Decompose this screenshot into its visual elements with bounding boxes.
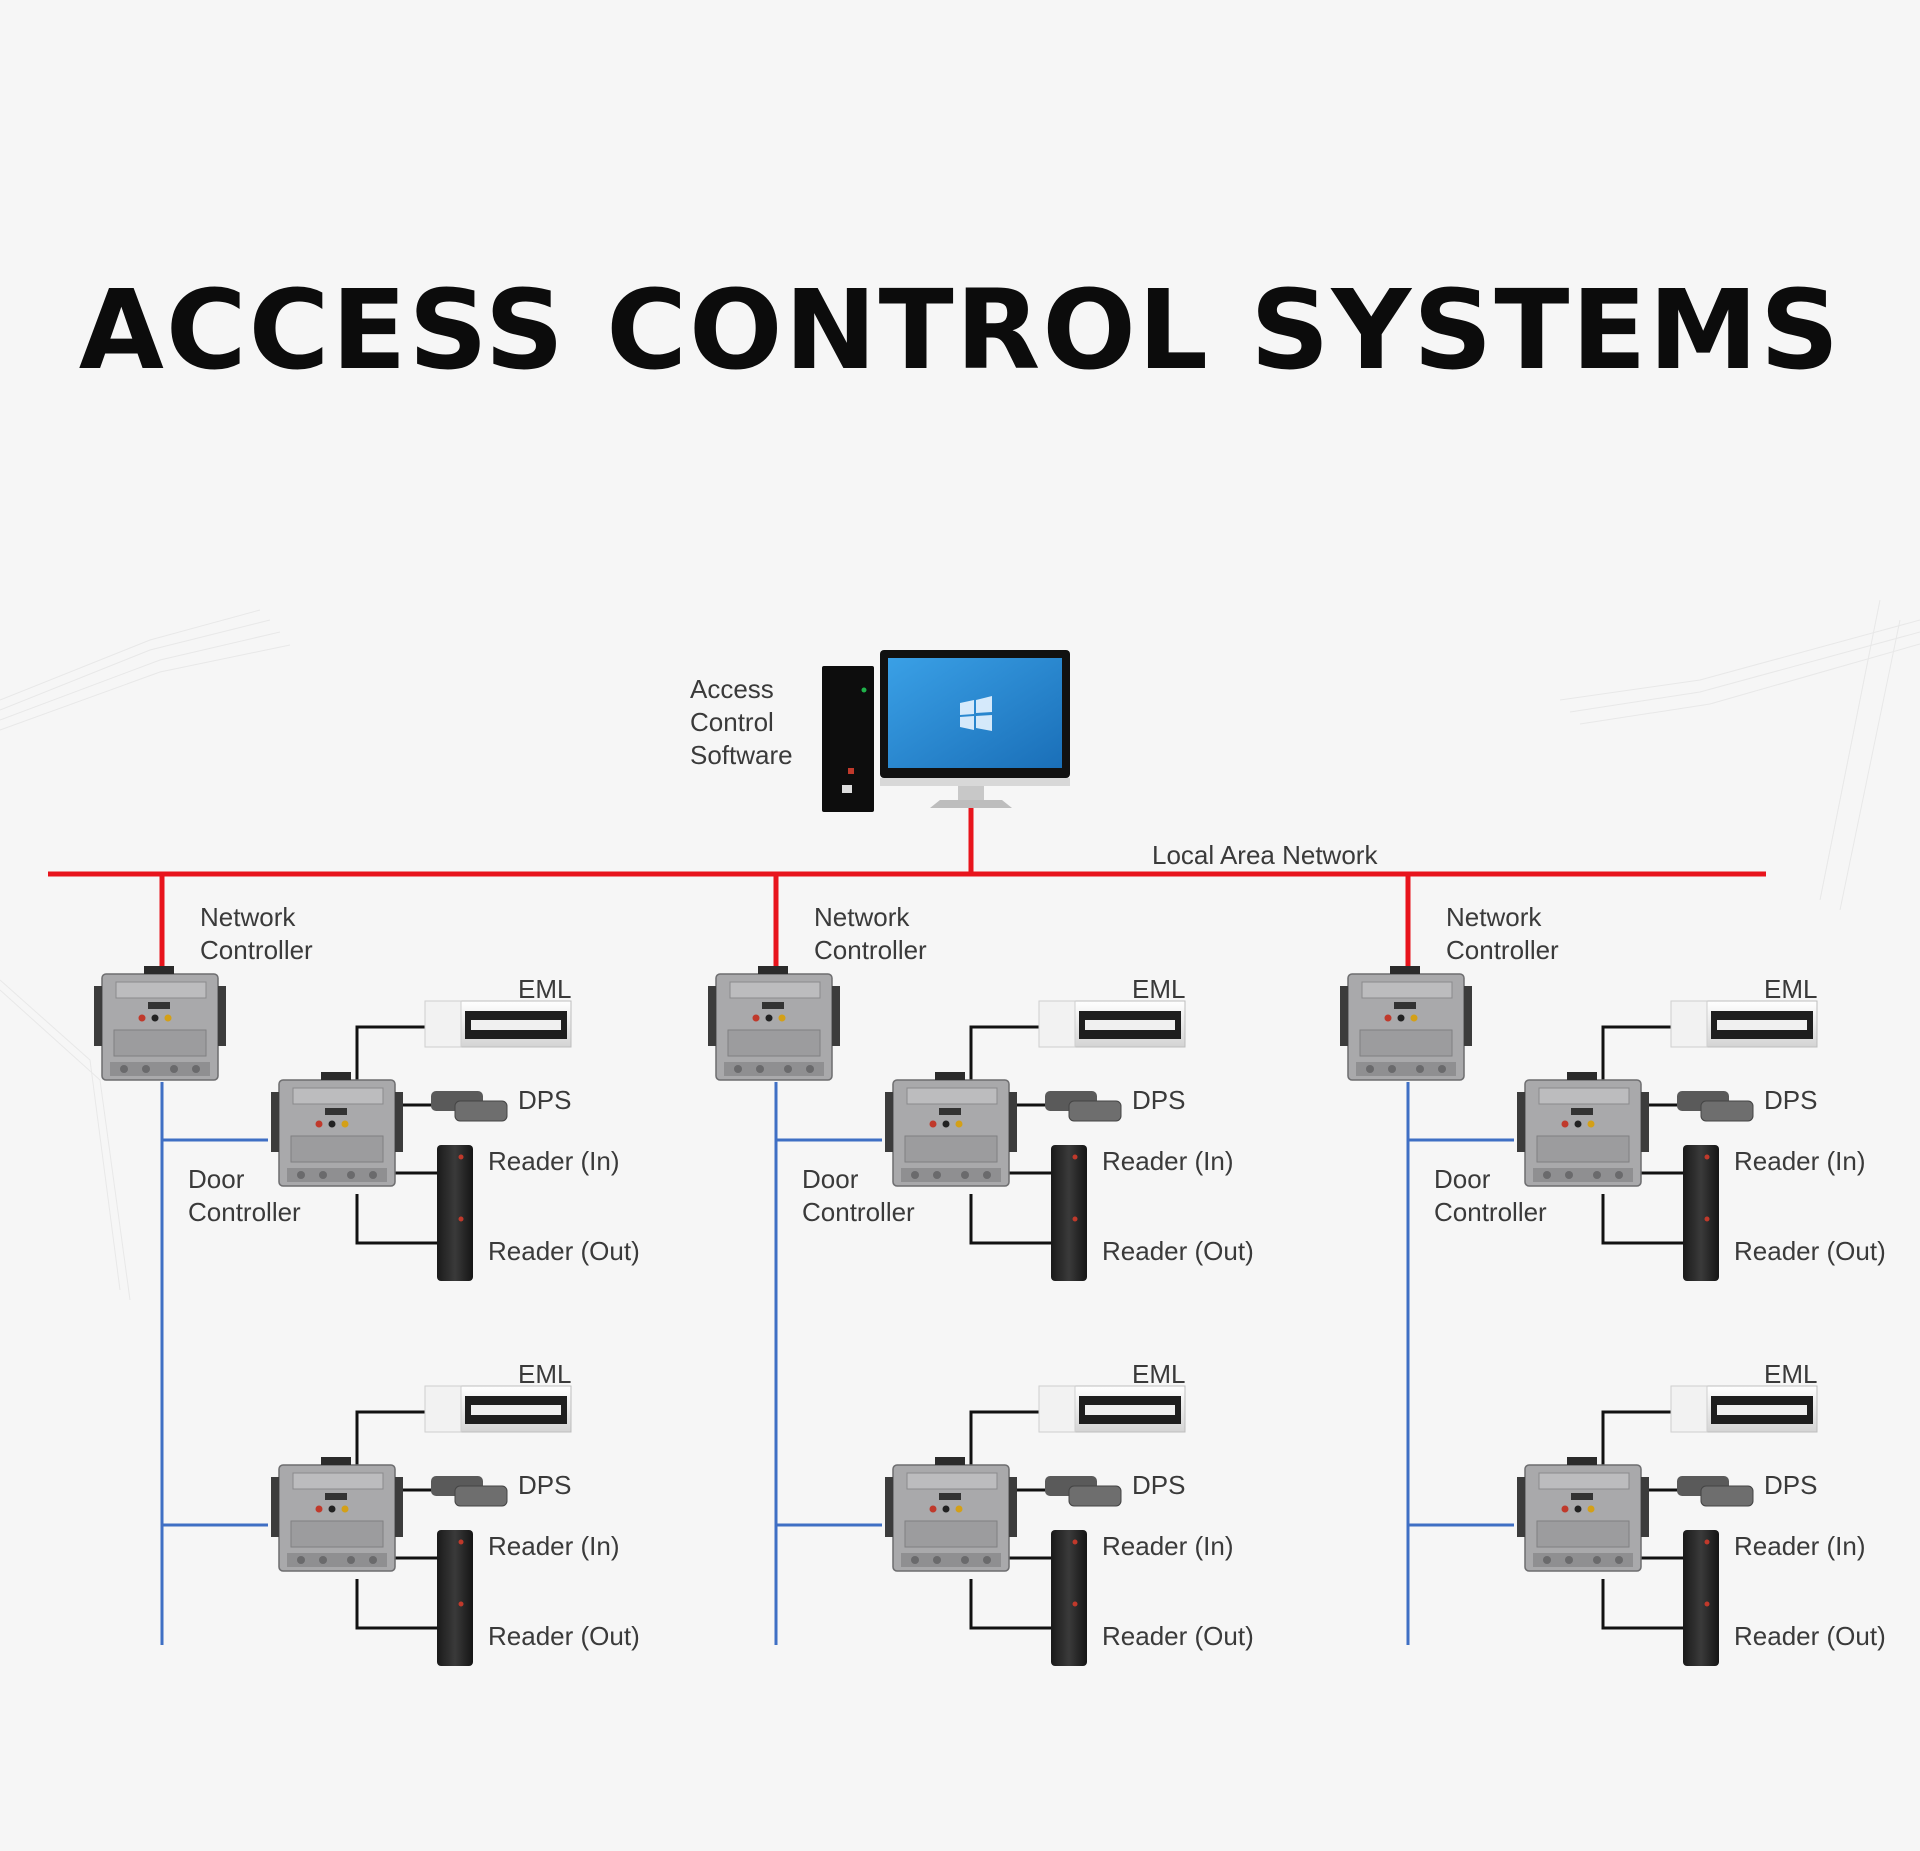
reader-in-label: Reader (In) (488, 1531, 620, 1561)
door-controller-label-2: Controller (1434, 1197, 1547, 1227)
door-controller-label-2: Controller (188, 1197, 301, 1227)
eml-label: EML (1132, 974, 1185, 1004)
reader-in-label: Reader (In) (1102, 1531, 1234, 1561)
column-3: Network Controller Door Controller EML D… (1339, 902, 1886, 1666)
door-controller-label-1: Door (188, 1164, 245, 1194)
software-label-2: Control (690, 707, 774, 737)
reader-in-label: Reader (In) (1102, 1146, 1234, 1176)
column-2: Network Controller Door Controller EML D… (707, 902, 1254, 1666)
dps-label: DPS (518, 1470, 571, 1500)
reader-out-label: Reader (Out) (1102, 1236, 1254, 1266)
software-label-3: Software (690, 740, 793, 770)
reader-out-label: Reader (Out) (1102, 1621, 1254, 1651)
computer-icon (822, 650, 1070, 812)
network-controller-label-1: Network (200, 902, 296, 932)
network-controller-label-1: Network (1446, 902, 1542, 932)
network-controller-1 (93, 965, 227, 1081)
lan-label: Local Area Network (1152, 840, 1378, 870)
eml-label: EML (1132, 1359, 1185, 1389)
network-controller-label-2: Controller (200, 935, 313, 965)
dps-label: DPS (518, 1085, 571, 1115)
network-controller-2 (707, 965, 841, 1081)
dps-label: DPS (1132, 1470, 1185, 1500)
reader-out-label: Reader (Out) (488, 1236, 640, 1266)
dps-label: DPS (1764, 1085, 1817, 1115)
network-controller-label-2: Controller (814, 935, 927, 965)
network-controller-label-1: Network (814, 902, 910, 932)
dps-label: DPS (1764, 1470, 1817, 1500)
network-controller-label-2: Controller (1446, 935, 1559, 965)
door-controller-label-1: Door (1434, 1164, 1491, 1194)
page-title: ACCESS CONTROL SYSTEMS (78, 266, 1842, 394)
door-controller-label-2: Controller (802, 1197, 915, 1227)
reader-out-label: Reader (Out) (1734, 1236, 1886, 1266)
eml-label: EML (1764, 974, 1817, 1004)
dps-label: DPS (1132, 1085, 1185, 1115)
reader-out-label: Reader (Out) (488, 1621, 640, 1651)
software-label-1: Access (690, 674, 774, 704)
reader-out-label: Reader (Out) (1734, 1621, 1886, 1651)
eml-label: EML (1764, 1359, 1817, 1389)
column-1: Network Controller Door Controller EML D… (93, 902, 640, 1666)
door-controller-label-1: Door (802, 1164, 859, 1194)
reader-in-label: Reader (In) (1734, 1531, 1866, 1561)
reader-in-label: Reader (In) (488, 1146, 620, 1176)
reader-in-label: Reader (In) (1734, 1146, 1866, 1176)
eml-label: EML (518, 974, 571, 1004)
eml-label: EML (518, 1359, 571, 1389)
network-controller-3 (1339, 965, 1473, 1081)
